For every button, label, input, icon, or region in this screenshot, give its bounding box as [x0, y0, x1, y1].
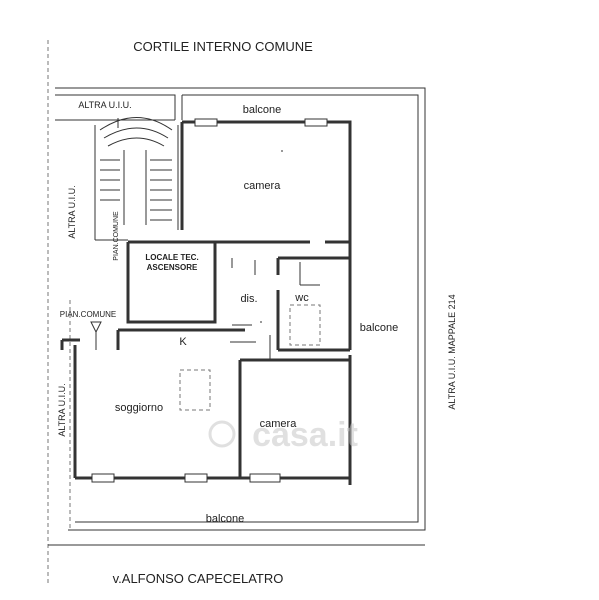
room-balcone-bottom: balcone: [206, 513, 245, 525]
neighbor-left-upper-label: ALTRA U.I.U.: [67, 185, 77, 238]
room-camera-top: camera: [244, 180, 282, 192]
watermark-logo-icon: [208, 420, 236, 448]
stair-landing-label: PIAN.COMUNE: [113, 211, 120, 261]
entrance-arrow-icon: [90, 321, 102, 334]
room-balcone-top: balcone: [243, 104, 282, 116]
window-soggiorno-left: [91, 473, 115, 483]
room-camera-bottom: camera: [260, 418, 298, 430]
window-soggiorno-right: [184, 473, 208, 483]
room-locale-tec-line1: LOCALE TEC.: [145, 253, 198, 262]
courtyard-label: CORTILE INTERNO COMUNE: [133, 39, 313, 54]
window-camera-bottom: [249, 473, 281, 483]
staircase: [94, 117, 179, 241]
elevator-shaft-outline: [289, 304, 321, 346]
room-wc: wc: [294, 292, 309, 304]
watermark: casa.it: [208, 416, 358, 454]
neighbor-left-lower-label: ALTRA U.I.U.: [57, 383, 67, 436]
room-balcone-right: balcone: [360, 322, 399, 334]
watermark-text: casa.it: [252, 416, 358, 454]
windows: [91, 118, 328, 483]
street-label: v.ALFONSO CAPECELATRO: [113, 571, 284, 586]
window-camera-top-right: [304, 118, 328, 127]
room-locale-tec-line2: ASCENSORE: [147, 263, 198, 272]
neighbor-top-left-label: ALTRA U.I.U.: [78, 100, 131, 110]
walls: [60, 118, 352, 485]
property-boundaries: [47, 40, 425, 585]
fixtures: [90, 304, 321, 411]
room-dis: dis.: [240, 293, 257, 305]
neighbor-right-label: ALTRA U.I.U. MAPPALE 214: [447, 294, 457, 409]
room-k: K: [179, 336, 187, 348]
window-camera-top-left: [194, 118, 218, 127]
kitchen-fixture-outline: [179, 369, 211, 411]
entrance-landing-label: PIAN.COMUNE: [60, 310, 116, 319]
outer-outline: [55, 87, 426, 531]
room-soggiorno: soggiorno: [115, 402, 163, 414]
